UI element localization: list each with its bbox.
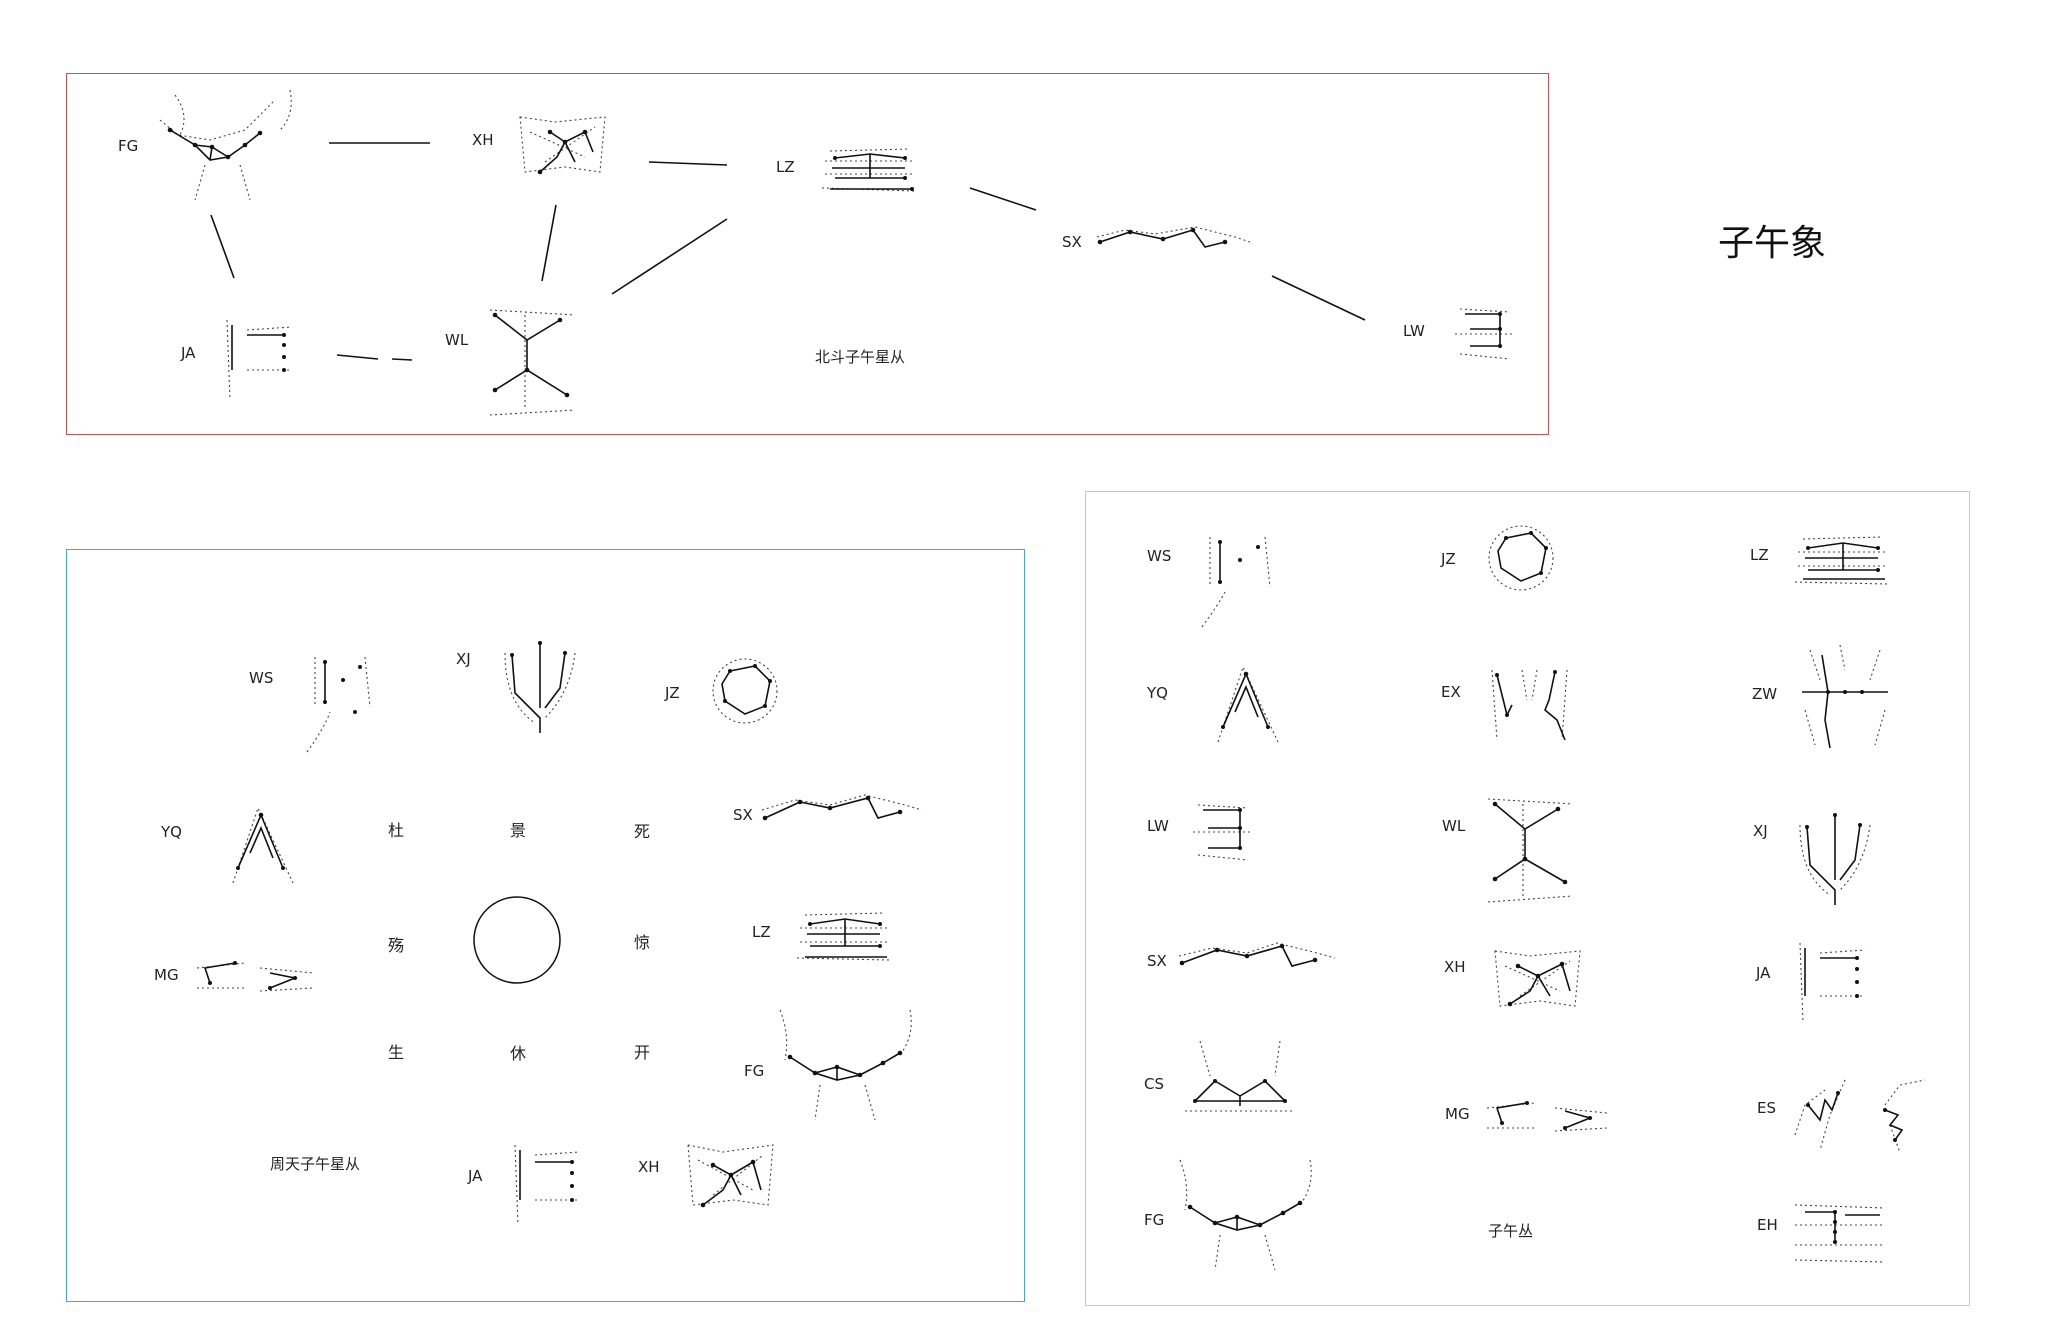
label-zw: ZW bbox=[1752, 685, 1778, 703]
label-sx: SX bbox=[1062, 233, 1082, 251]
constellation-sx-2 bbox=[761, 794, 923, 821]
label-xh: XH bbox=[472, 131, 494, 149]
label-eh: EH bbox=[1757, 1216, 1778, 1234]
label-fg: FG bbox=[118, 137, 139, 155]
constellation-xj bbox=[504, 641, 576, 733]
panel-ziwu-catalog bbox=[1085, 491, 1970, 1306]
label-sx-3: SX bbox=[1147, 952, 1167, 970]
label-cs: CS bbox=[1144, 1075, 1164, 1093]
constellation-xj-3 bbox=[1799, 813, 1871, 905]
label-ws-3: WS bbox=[1147, 547, 1172, 565]
constellation-jz-3 bbox=[1488, 525, 1554, 591]
constellation-lz-2 bbox=[796, 912, 891, 961]
label-jz: JZ bbox=[665, 684, 680, 702]
label-ja-3: JA bbox=[1756, 964, 1771, 982]
constellation-lw-3 bbox=[1193, 804, 1253, 861]
constellation-xh-2 bbox=[687, 1144, 774, 1208]
constellation-lz bbox=[821, 148, 916, 192]
constellation-mg bbox=[196, 961, 314, 992]
constellation-sx-3 bbox=[1178, 942, 1336, 967]
gate-xiu: 休 bbox=[510, 1044, 527, 1063]
constellation-zw bbox=[1802, 644, 1888, 749]
label-yq-3: YQ bbox=[1147, 684, 1168, 702]
constellation-fg bbox=[159, 89, 292, 201]
label-sx-2: SX bbox=[733, 806, 753, 824]
constellation-lw bbox=[1455, 308, 1515, 360]
label-fg-3: FG bbox=[1144, 1211, 1165, 1229]
label-lz-3: LZ bbox=[1750, 546, 1769, 564]
constellation-sx bbox=[1096, 226, 1251, 248]
label-ja: JA bbox=[181, 344, 196, 362]
gate-shang: 殇 bbox=[388, 936, 405, 955]
gate-si: 死 bbox=[634, 822, 651, 841]
constellation-xh bbox=[519, 116, 606, 175]
center-circle bbox=[473, 896, 561, 984]
panel-beidou-constellations bbox=[66, 73, 1549, 435]
label-es: ES bbox=[1757, 1099, 1776, 1117]
constellation-jz bbox=[712, 658, 778, 724]
label-ws: WS bbox=[249, 669, 274, 687]
constellation-ws-3 bbox=[1201, 536, 1271, 628]
constellation-yq-3 bbox=[1217, 665, 1279, 743]
constellation-wl-3 bbox=[1487, 798, 1574, 903]
constellation-cs bbox=[1185, 1040, 1295, 1112]
constellation-lz-3 bbox=[1794, 536, 1889, 585]
constellation-eh bbox=[1794, 1204, 1886, 1263]
label-wl-3: WL bbox=[1442, 817, 1466, 835]
label-xj: XJ bbox=[456, 650, 471, 668]
gate-kai: 开 bbox=[634, 1043, 651, 1062]
constellation-yq bbox=[232, 806, 294, 884]
main-title: 子午象 bbox=[1718, 223, 1827, 264]
constellation-ex bbox=[1491, 669, 1568, 741]
constellation-fg-2 bbox=[779, 1009, 912, 1121]
constellation-xh-3 bbox=[1494, 950, 1581, 1007]
gate-jing: 景 bbox=[510, 821, 527, 840]
constellation-fg-3 bbox=[1179, 1159, 1312, 1271]
panel-zhoutian-constellations bbox=[66, 549, 1025, 1302]
gate-sheng: 生 bbox=[388, 1043, 405, 1062]
constellation-es bbox=[1794, 1079, 1926, 1154]
constellation-wl bbox=[489, 309, 576, 416]
label-lz-2: LZ bbox=[752, 923, 771, 941]
caption-beidou: 北斗子午星从 bbox=[815, 348, 906, 366]
label-mg: MG bbox=[154, 966, 179, 984]
label-lw-3: LW bbox=[1147, 817, 1169, 835]
gate-du: 杜 bbox=[388, 821, 405, 840]
label-xj-3: XJ bbox=[1753, 822, 1768, 840]
label-mg-3: MG bbox=[1445, 1105, 1470, 1123]
label-xh-2: XH bbox=[638, 1158, 660, 1176]
label-xh-3: XH bbox=[1444, 958, 1466, 976]
label-yq: YQ bbox=[161, 823, 182, 841]
gate-jing2: 惊 bbox=[634, 933, 651, 952]
label-fg-2: FG bbox=[744, 1062, 765, 1080]
label-jz-3: JZ bbox=[1441, 550, 1456, 568]
label-ja-2: JA bbox=[468, 1167, 483, 1185]
caption-zhoutian: 周天子午星从 bbox=[270, 1155, 361, 1173]
caption-ziwu: 子午丛 bbox=[1488, 1222, 1534, 1240]
constellation-ja bbox=[226, 319, 293, 401]
constellation-ja-2 bbox=[514, 1144, 581, 1226]
constellation-ws bbox=[306, 656, 371, 753]
label-lw: LW bbox=[1403, 322, 1425, 340]
constellation-ja-3 bbox=[1799, 942, 1866, 1024]
label-wl: WL bbox=[445, 331, 469, 349]
label-ex: EX bbox=[1441, 683, 1461, 701]
label-lz: LZ bbox=[776, 158, 795, 176]
constellation-mg-3 bbox=[1486, 1101, 1608, 1132]
